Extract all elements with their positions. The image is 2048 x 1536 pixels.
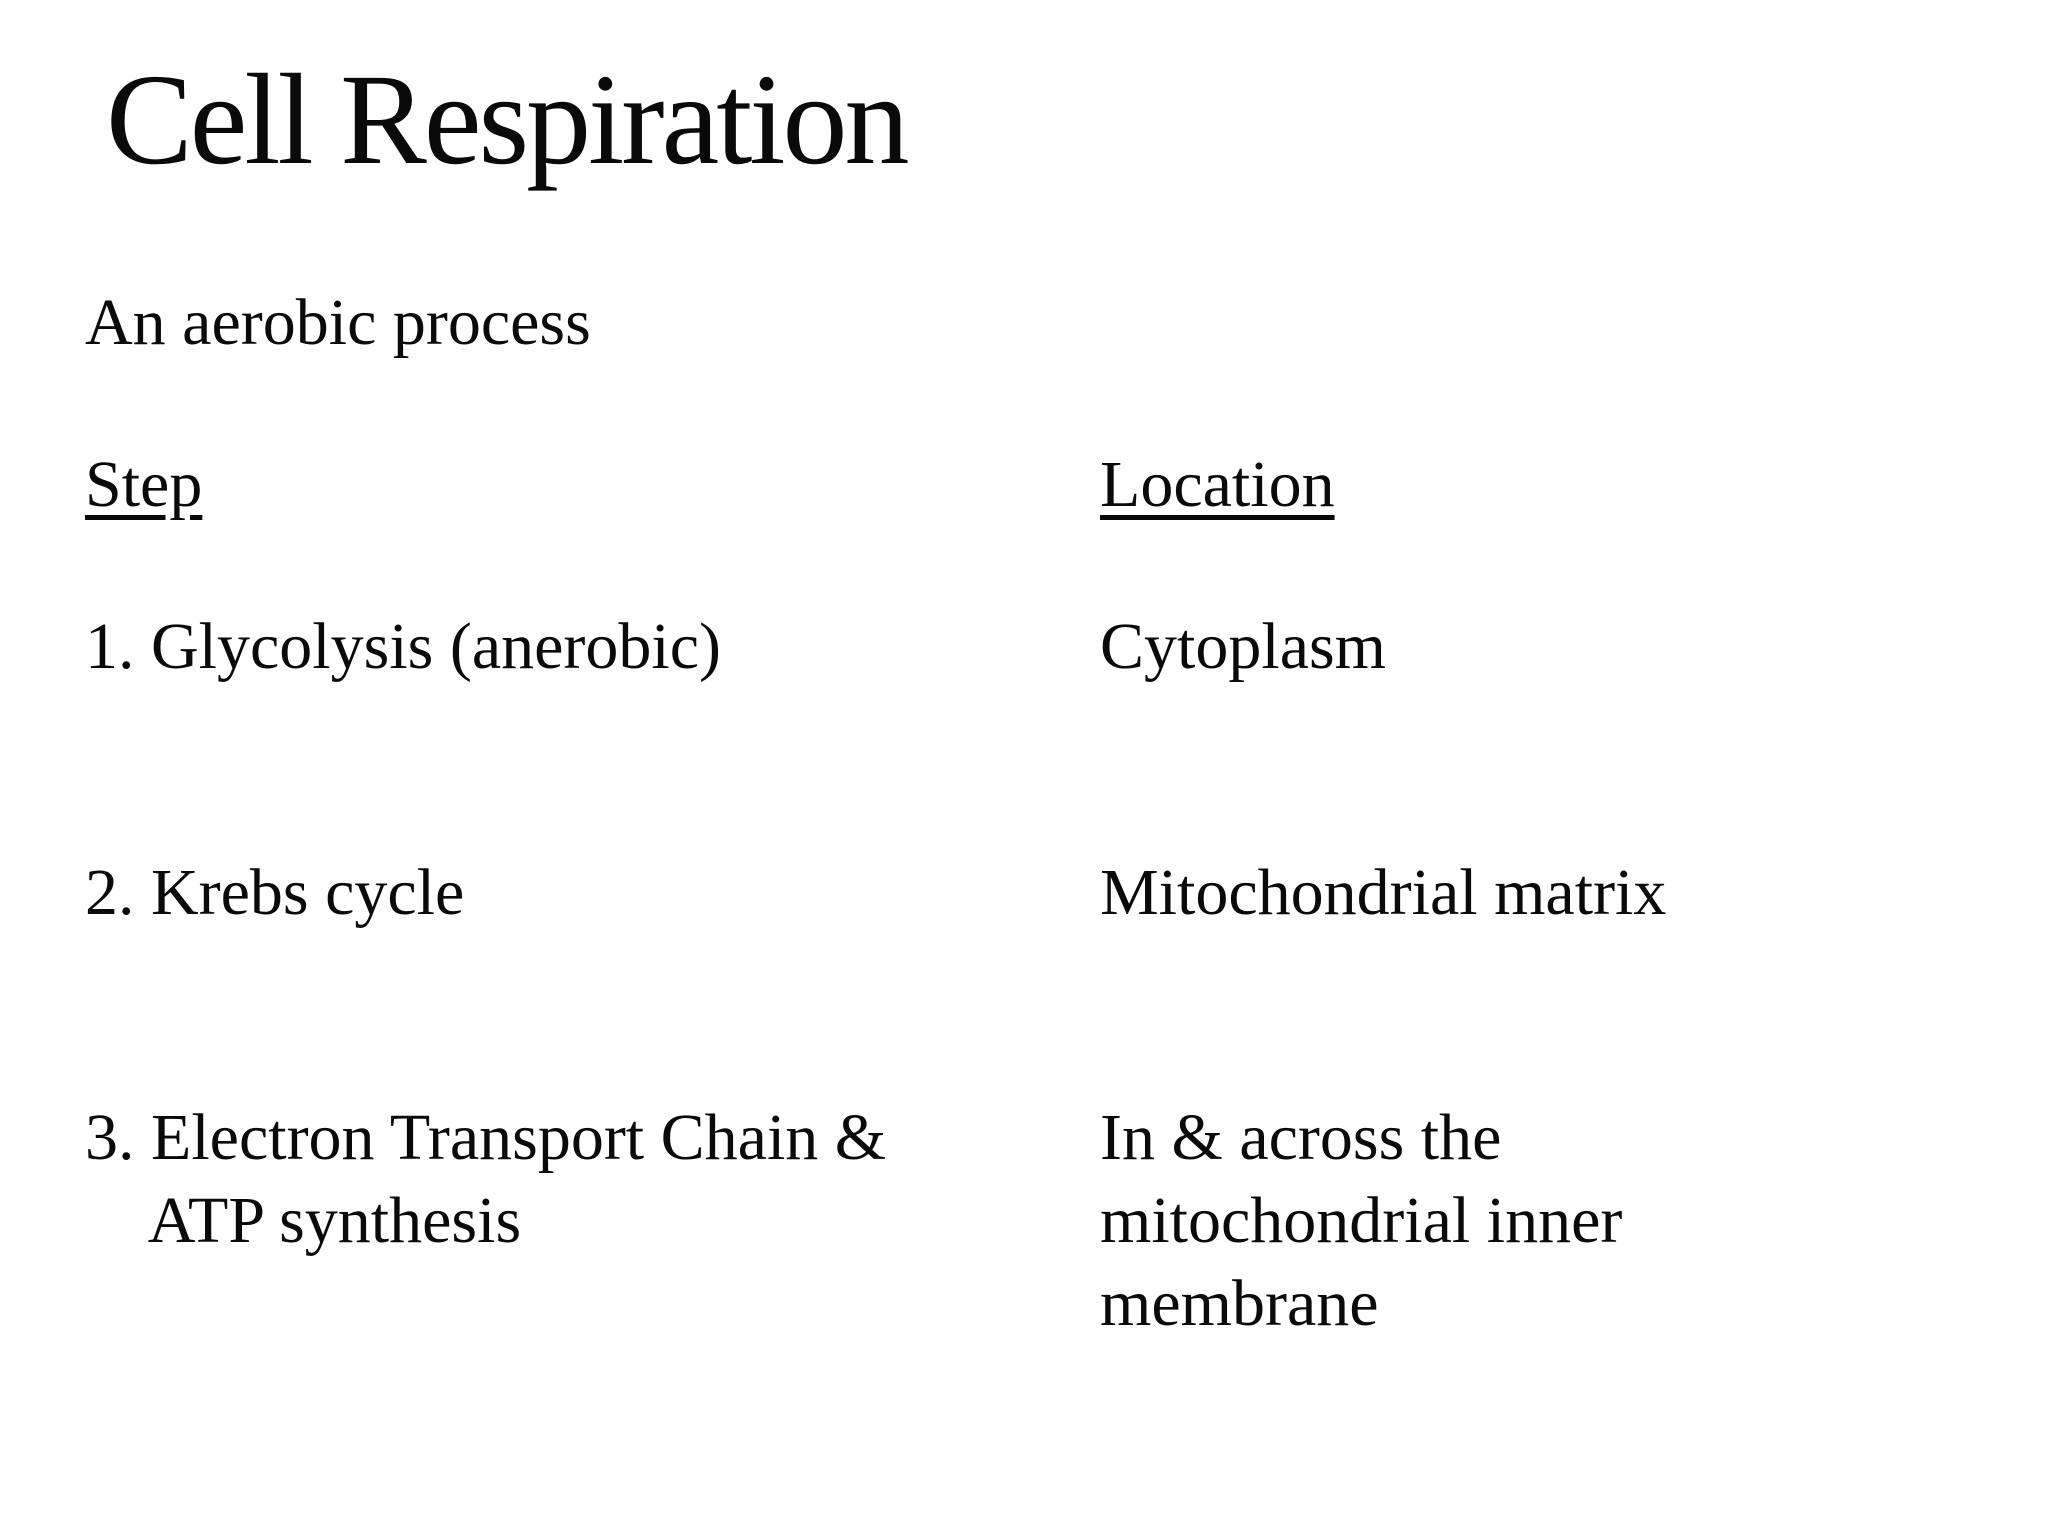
location-item-mitochondrial-matrix: Mitochondrial matrix [1100,856,1667,929]
location-column-header: Location [1100,448,1335,521]
slide-title: Cell Respiration [106,48,909,192]
location-item-inner-membrane: In & across the mitochondrial inner memb… [1100,1101,1623,1341]
location-item-cytoplasm: Cytoplasm [1100,610,1387,683]
step-item-krebs-cycle: 2. Krebs cycle [85,856,465,929]
slide-subtitle: An aerobic process [85,286,591,359]
step-item-glycolysis: 1. Glycolysis (anerobic) [85,610,721,683]
step-column-header: Step [85,448,203,521]
step-item-electron-transport-chain: 3. Electron Transport Chain & ATP synthe… [85,1101,887,1258]
